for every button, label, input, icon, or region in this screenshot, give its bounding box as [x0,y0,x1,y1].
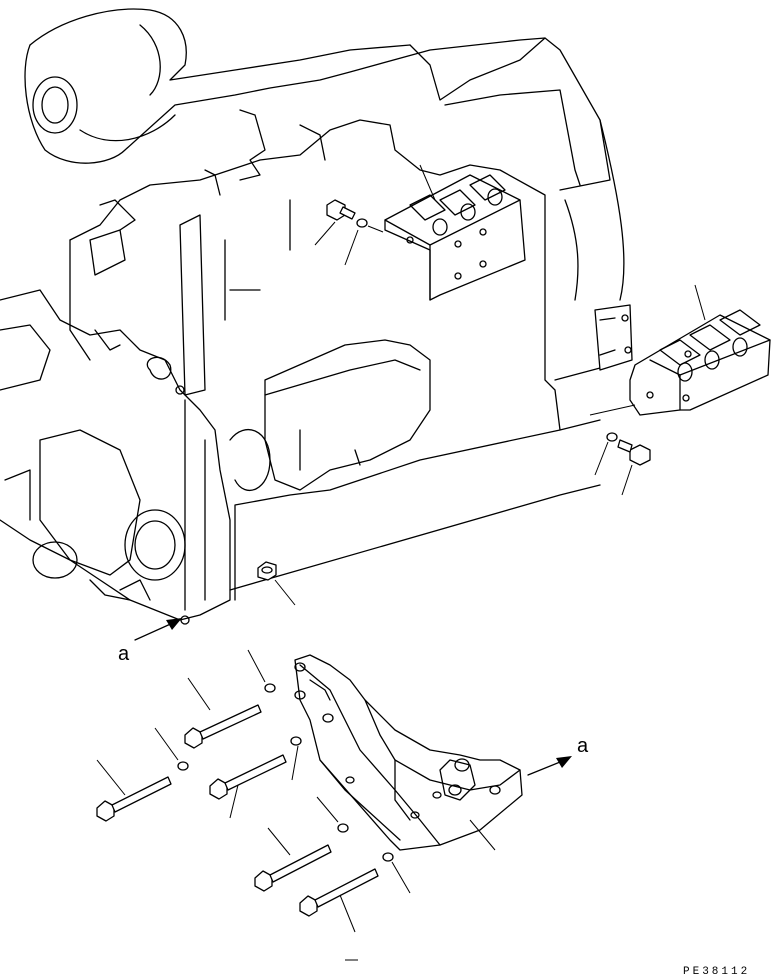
washer-3 [291,737,301,780]
right-bracket-washer [595,433,617,475]
view-arrow-left: a [118,618,182,665]
right-engine-bracket [590,285,770,415]
upper-bracket-bolt [315,200,355,245]
long-bolt-5 [300,869,378,932]
view-arrow-right: a [528,735,589,775]
upper-engine-bracket [385,165,525,300]
washer-2 [155,728,188,770]
view-label-left: a [118,643,130,665]
washer-5 [383,853,410,893]
block-nut [258,562,295,605]
long-bolt-4 [255,828,331,891]
right-bracket-bolt [618,440,650,495]
long-bolt-1 [185,678,261,748]
upper-bracket-washer [345,219,383,265]
washer-4 [317,797,348,832]
view-label-right: a [577,735,589,757]
long-bolt-2 [97,760,171,821]
drawing-code: PE38112 [683,966,750,978]
washer-1 [248,650,275,692]
long-bolt-3 [210,755,286,818]
engine-assembly [0,9,630,624]
lower-mount-bracket [295,655,522,850]
